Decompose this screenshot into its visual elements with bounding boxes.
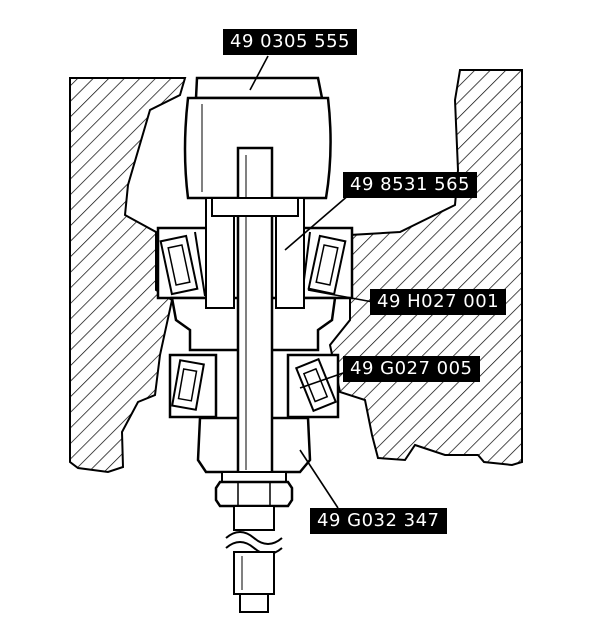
label-49-0305-555: 49 0305 555: [223, 29, 358, 55]
lower-left-bearing: [171, 359, 205, 411]
press-cap-top: [194, 76, 324, 100]
leader-49-g027-005: [299, 371, 347, 389]
label-49-h027-001: 49 H027 001: [370, 289, 507, 315]
leader-lines: [249, 55, 374, 509]
leader-49-h027-001: [307, 289, 374, 303]
leader-49-g032-347: [299, 449, 339, 509]
housing-right-section: [328, 69, 523, 467]
upper-right-bearing: [301, 231, 347, 297]
leader-49-0305-555: [249, 55, 269, 91]
label-49-g027-005: 49 G027 005: [343, 356, 480, 382]
upper-left-bearing: [159, 231, 206, 297]
rod-end: [239, 593, 269, 613]
label-49-g032-347: 49 G032 347: [310, 508, 447, 534]
housing-left-section: [69, 77, 187, 474]
rod-break-line: [225, 531, 283, 545]
label-49-8531-565: 49 8531 565: [343, 172, 478, 198]
threaded-rod-upper: [233, 505, 275, 531]
lower-right-bearing: [294, 357, 338, 413]
threaded-rod-lower: [233, 551, 275, 595]
leader-49-8531-565: [284, 193, 351, 251]
shaft-upper-collar: [211, 197, 299, 217]
hex-nut: [214, 480, 294, 508]
washer: [221, 471, 287, 483]
